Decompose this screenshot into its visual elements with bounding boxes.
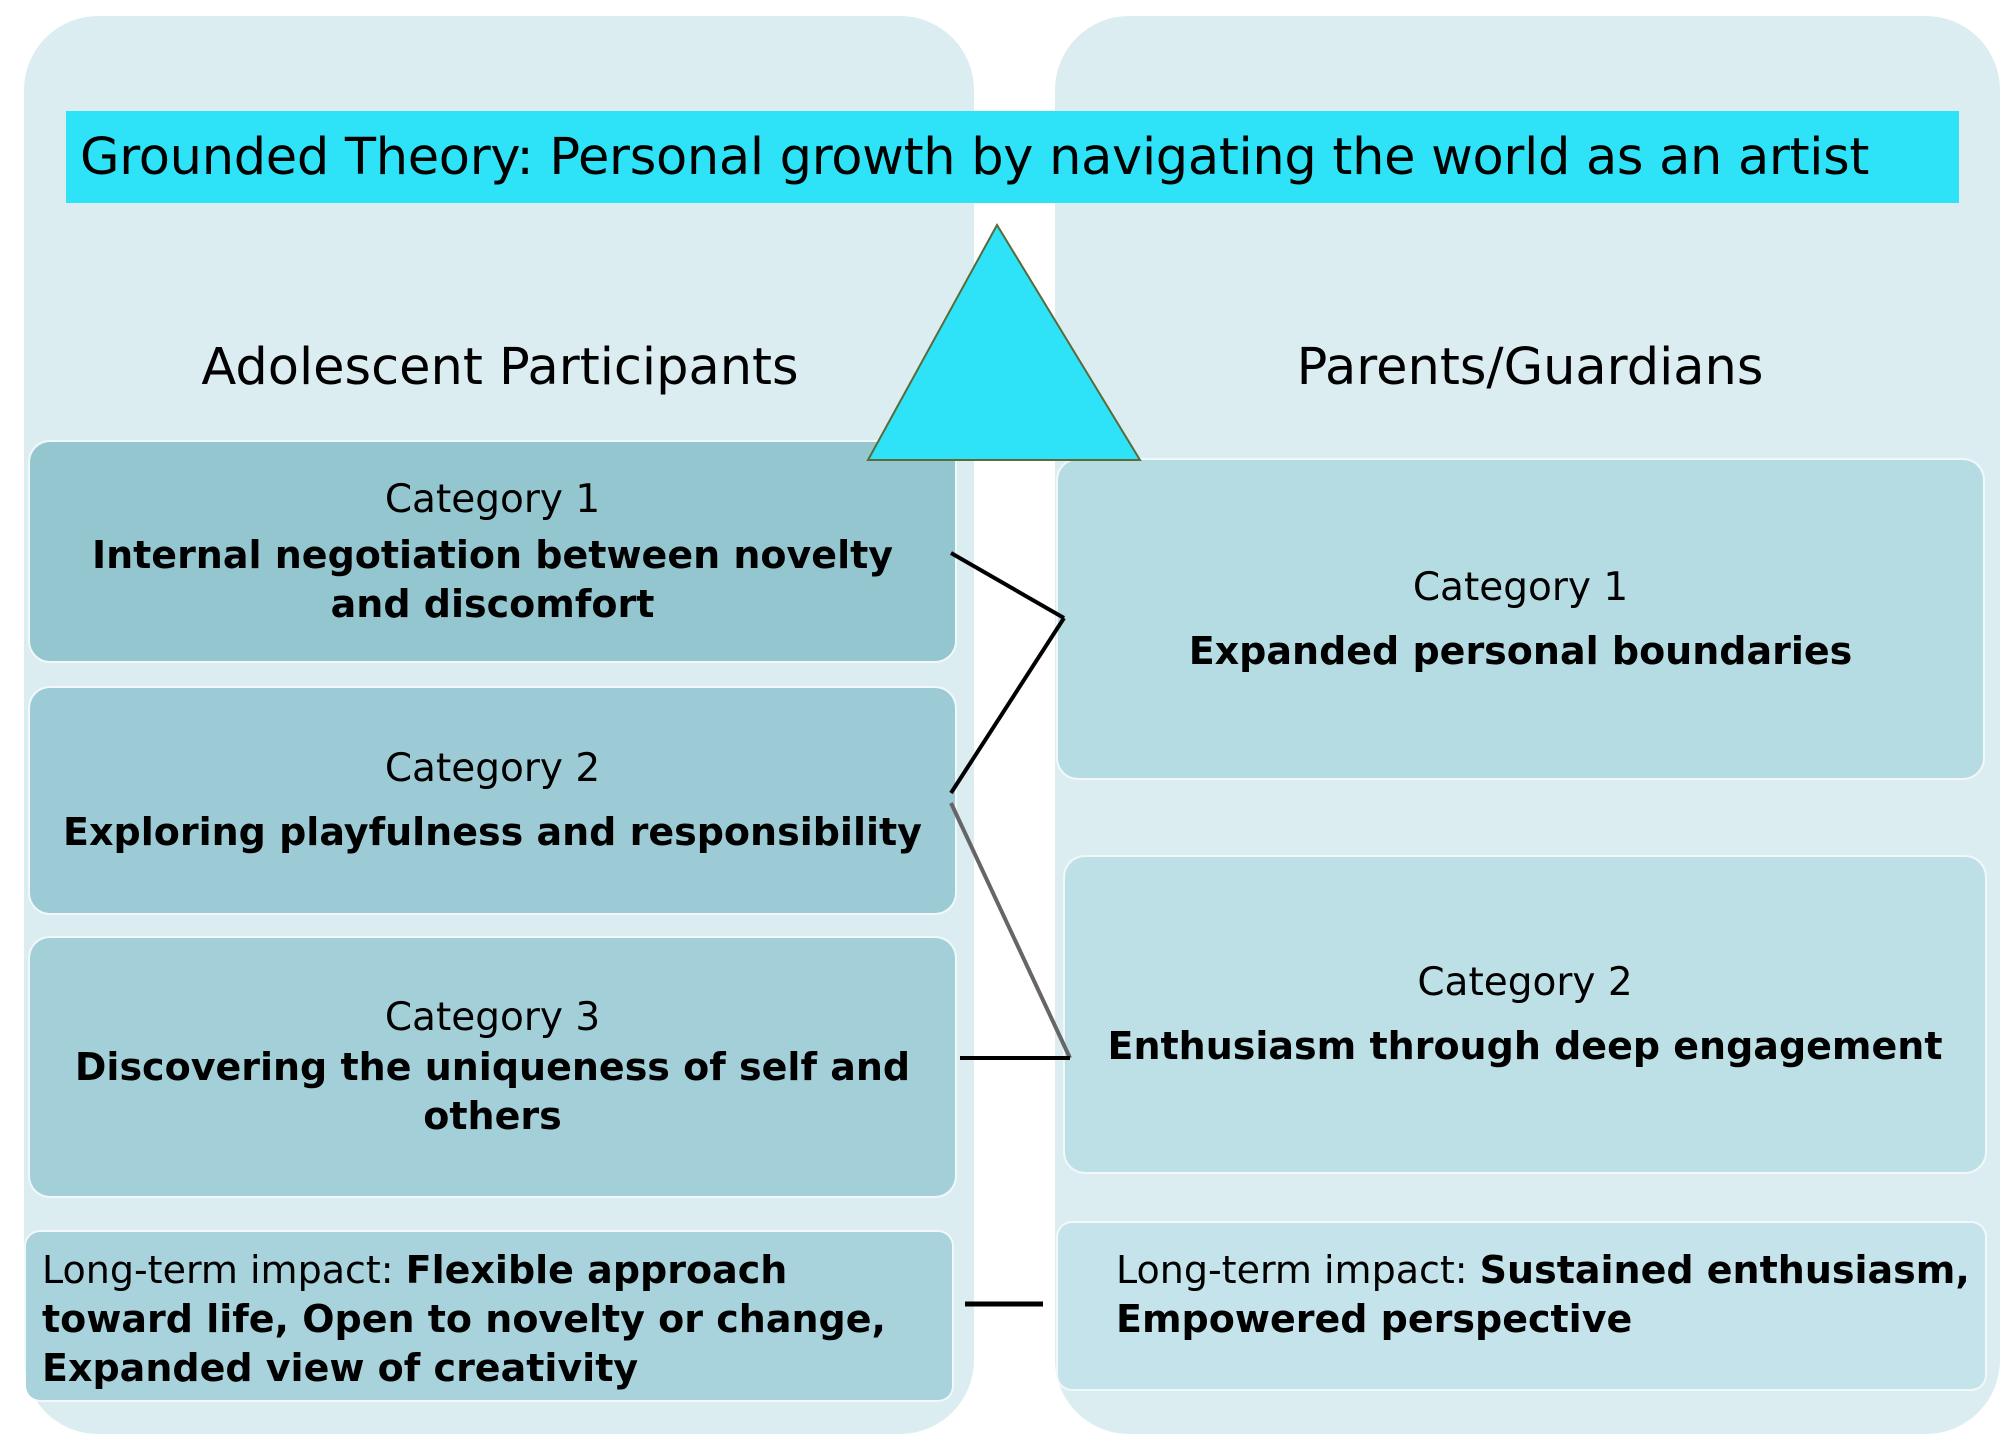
adolescent-heading: Adolescent Participants bbox=[201, 338, 799, 397]
category-description: Exploring playfulness and responsibility bbox=[63, 810, 922, 854]
category-label: Category 1 bbox=[384, 476, 601, 522]
parents-heading: Parents/Guardians bbox=[1296, 338, 1764, 397]
category-description: Enthusiasm through deep engagement bbox=[1107, 1024, 1943, 1068]
adolescent-long-term-impact: Long-term impact: Flexible approach towa… bbox=[26, 1232, 952, 1400]
category-label: Category 1 bbox=[1412, 564, 1629, 610]
grounded-theory-title: Grounded Theory: Personal growth by navi… bbox=[80, 127, 1870, 187]
grounded-theory-banner: Grounded Theory: Personal growth by navi… bbox=[66, 111, 1959, 203]
adolescent-category-3-box: Category 3 Discovering the uniqueness of… bbox=[30, 938, 955, 1196]
impact-text: Sustained enthusiasm, Empowered perspect… bbox=[1116, 1248, 1970, 1341]
adolescent-category-1-box: Category 1 Internal negotiation between … bbox=[30, 442, 955, 661]
impact-prefix: Long-term impact: bbox=[1116, 1248, 1480, 1292]
impact-prefix: Long-term impact: bbox=[42, 1248, 406, 1292]
category-label: Category 2 bbox=[384, 746, 601, 791]
category-label: Category 2 bbox=[1417, 960, 1633, 1005]
category-label: Category 3 bbox=[384, 995, 601, 1040]
category-description: Internal negotiation between novelty and… bbox=[91, 532, 894, 626]
impact-text: Flexible approach toward life, Open to n… bbox=[42, 1248, 886, 1390]
parents-category-2-box: Category 2 Enthusiasm through deep engag… bbox=[1065, 857, 1985, 1172]
adolescent-category-2-box: Category 2 Exploring playfulness and res… bbox=[30, 688, 955, 913]
parents-category-1-box: Category 1 Expanded personal boundaries bbox=[1058, 460, 1983, 778]
category-description: Expanded personal boundaries bbox=[1188, 628, 1853, 673]
category-description: Discovering the uniqueness of self and o… bbox=[74, 1045, 911, 1138]
parents-long-term-impact: Long-term impact: Sustained enthusiasm, … bbox=[1058, 1223, 1985, 1389]
